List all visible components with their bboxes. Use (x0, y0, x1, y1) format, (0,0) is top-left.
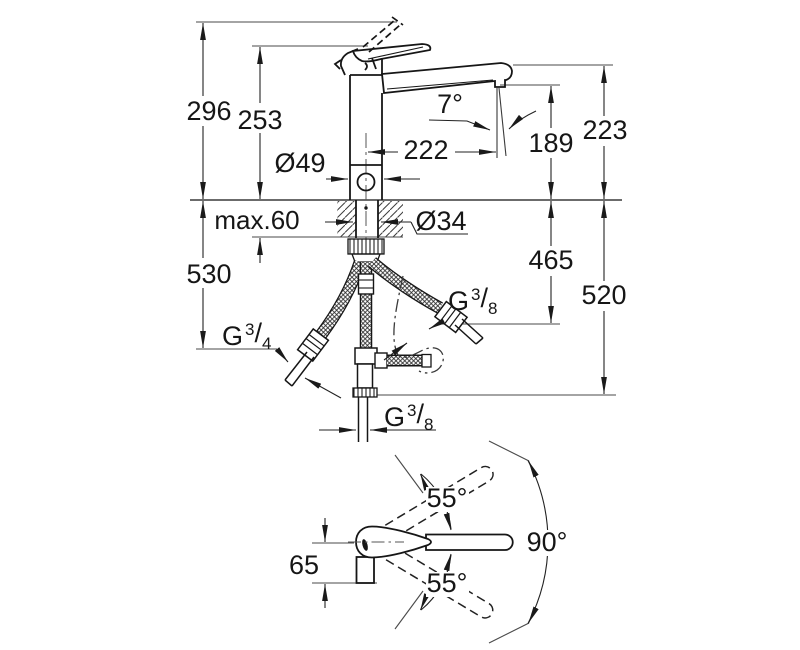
dim-handle-height: 253 (237, 105, 282, 135)
spout (381, 62, 513, 94)
dim-swing-upper: 55° (427, 483, 468, 513)
dim-swing-lower: 55° (427, 568, 468, 598)
counter-hatch-right (378, 201, 403, 237)
side-view-dimension-lines (200, 23, 607, 433)
handle-cap (339, 48, 359, 76)
dim-spout-swivel: 90° (527, 527, 568, 557)
dim-spout-angle: 7° (437, 89, 463, 119)
elbow-fitting (354, 347, 378, 365)
spout-plan (425, 533, 514, 551)
hose-alternate-position-phantom (393, 275, 444, 374)
dim-total-height: 296 (186, 96, 231, 126)
body-port-circle (356, 172, 376, 192)
dim-center-hose-drop: 520 (581, 280, 626, 310)
countertop-section (190, 199, 622, 237)
handle-lever (351, 43, 432, 63)
hose-left-thread-tube (284, 351, 315, 387)
hose-right-thread-tube (454, 318, 484, 345)
dim-base-diameter: Ø49 (274, 148, 325, 178)
faucet-side-view (333, 16, 513, 263)
dim-spout-reach: 222 (403, 135, 448, 165)
handle-plan (355, 525, 432, 559)
dim-counter-thickness: max.60 (214, 205, 299, 235)
dim-hole-diameter: Ø34 (415, 206, 466, 236)
hose-right (368, 258, 443, 313)
dim-right-hose-drop: 465 (528, 245, 573, 275)
dim-left-hose-drop: 530 (186, 259, 231, 289)
hose-bottom-thread-tube (357, 397, 369, 442)
mounting-nut (347, 238, 385, 255)
dim-body-depth: 65 (289, 550, 319, 580)
dim-outlet-height: 189 (528, 128, 573, 158)
spout-swivel-positions-dashed (384, 465, 494, 619)
counter-hatch-left (337, 201, 356, 237)
base-plan (355, 556, 375, 584)
supply-hoses (284, 257, 484, 442)
plan-view: 65 55° 55° 90° (289, 440, 571, 644)
dim-spout-height: 223 (582, 115, 627, 145)
hose-left (316, 260, 365, 338)
handle-lever-raised-dashed (362, 16, 404, 53)
